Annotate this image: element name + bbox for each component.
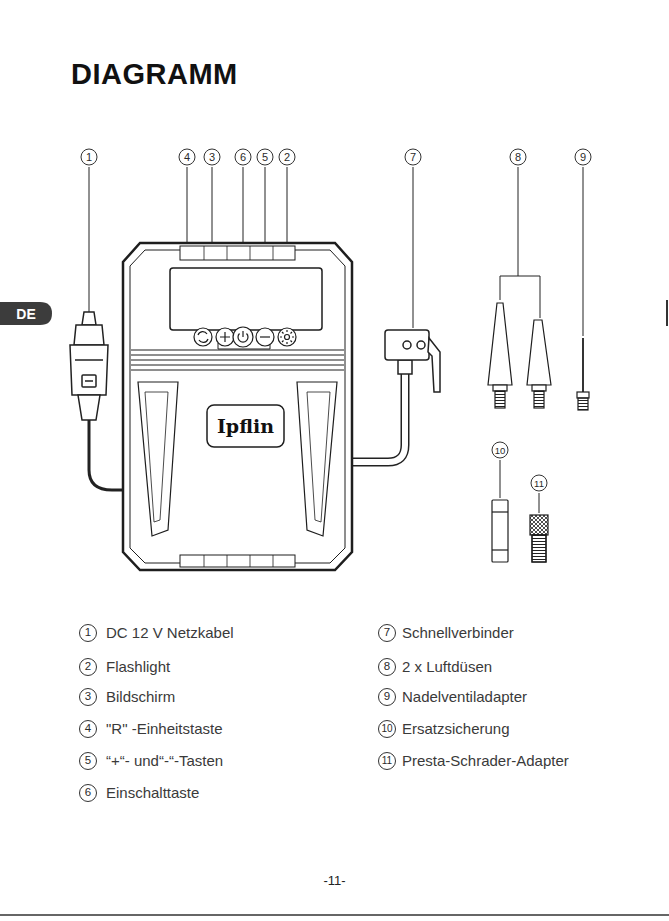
- callout-number: 6: [235, 149, 252, 166]
- page-rule: [0, 914, 669, 916]
- callout-number: 10: [378, 720, 396, 738]
- needle-adapter: [577, 338, 589, 410]
- callout-number: 3: [79, 688, 97, 706]
- part-name: DC 12 V Netzkabel: [106, 624, 234, 642]
- page-title: DIAGRAMM: [71, 58, 238, 91]
- part-name: Nadelventiladapter: [402, 688, 527, 706]
- part-name: Bildschirm: [106, 688, 175, 706]
- callout-number: 6: [79, 784, 97, 802]
- callout-number: 4: [79, 720, 97, 738]
- power-cable: [70, 312, 128, 490]
- brand-logo: Ipflin: [217, 417, 274, 436]
- part-name: “+“- und“-“-Tasten: [106, 752, 223, 770]
- control-buttons: [194, 327, 296, 347]
- callout-number: 5: [79, 752, 97, 770]
- callout-number: 1: [79, 624, 97, 642]
- callout-number: 2: [79, 658, 97, 676]
- compressor-body: [123, 243, 352, 570]
- callout-number: 5: [257, 149, 274, 166]
- edge-mark: [666, 300, 668, 326]
- callout-number: 9: [378, 688, 396, 706]
- air-nozzles: [488, 303, 551, 408]
- part-name: Ersatzsicherung: [402, 720, 510, 738]
- part-name: Einschalttaste: [106, 784, 199, 802]
- part-name: Schnellverbinder: [402, 624, 514, 642]
- air-hose: [352, 330, 440, 462]
- language-tab: [0, 302, 52, 325]
- callout-number: 4: [179, 149, 196, 166]
- callout-number: 11: [531, 475, 548, 492]
- part-name: 2 x Luftdüsen: [402, 658, 492, 676]
- spare-fuse: [492, 500, 508, 562]
- part-name: Presta-Schrader-Adapter: [402, 752, 569, 770]
- callout-number: 8: [378, 658, 396, 676]
- part-name: "R" -Einheitstaste: [106, 720, 223, 738]
- callout-number: 8: [510, 149, 527, 166]
- presta-schrader-adapter: [530, 515, 548, 562]
- callout-number: 7: [378, 624, 396, 642]
- page-number: -11-: [323, 874, 345, 887]
- callout-number: 7: [405, 149, 422, 166]
- callout-number: 10: [492, 442, 509, 459]
- callout-number: 9: [575, 149, 592, 166]
- callout-number: 1: [81, 149, 98, 166]
- part-name: Flashlight: [106, 658, 170, 676]
- language-tab-text: DE: [16, 307, 35, 321]
- callout-number: 2: [279, 149, 296, 166]
- callout-number: 11: [378, 752, 396, 770]
- callout-number: 3: [204, 149, 221, 166]
